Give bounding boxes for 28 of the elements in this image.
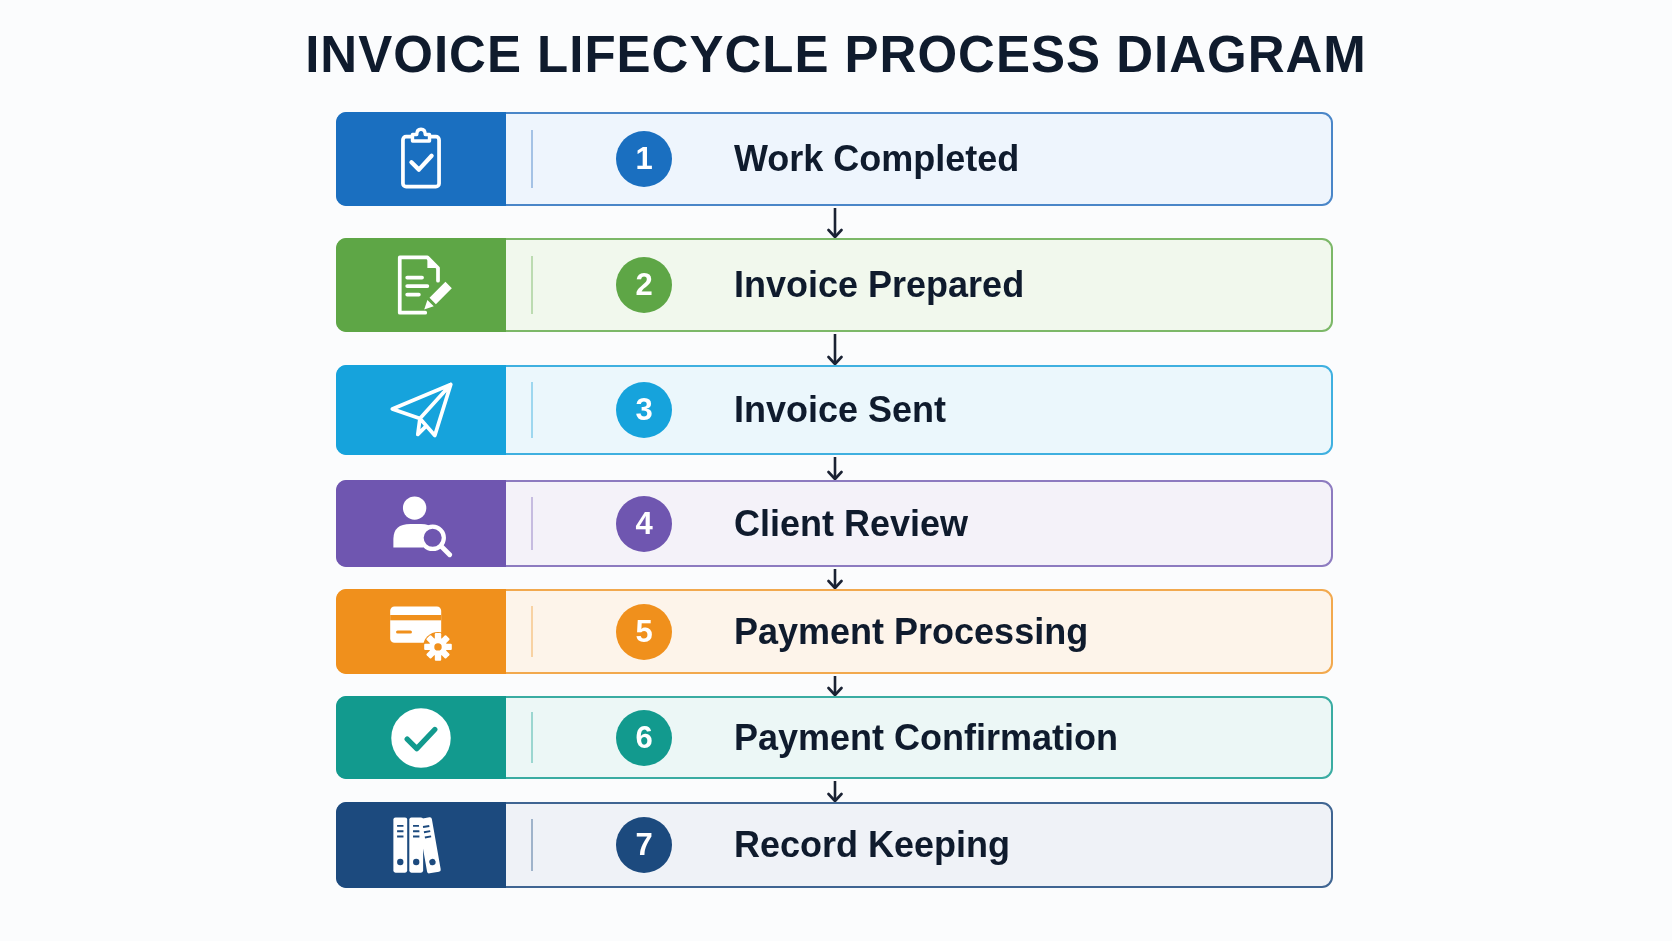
step-number: 4 <box>616 495 672 552</box>
arrow <box>827 676 843 697</box>
step-label: Payment Confirmation <box>734 715 1119 760</box>
arrow <box>827 457 843 481</box>
step-number: 2 <box>616 257 672 313</box>
step-box <box>336 112 1333 206</box>
title: INVOICE LIFECYCLE PROCESS DIAGRAM <box>305 25 1367 85</box>
arrow <box>827 208 843 239</box>
arrow <box>827 334 843 366</box>
step-label: Client Review <box>734 501 969 546</box>
step-number: 5 <box>616 603 672 660</box>
step-label: Invoice Sent <box>734 388 947 432</box>
step-number: 6 <box>616 709 672 766</box>
step-label: Payment Processing <box>734 609 1089 654</box>
step-label: Record Keeping <box>734 823 1011 867</box>
arrow <box>827 781 843 803</box>
step-box <box>336 480 1333 567</box>
step-number: 1 <box>616 131 672 187</box>
arrow <box>827 569 843 590</box>
step-box <box>336 238 1333 332</box>
step-box <box>336 589 1333 674</box>
step-box <box>336 696 1333 779</box>
step-label: Invoice Prepared <box>734 263 1025 307</box>
step-box <box>336 802 1333 888</box>
step-number: 7 <box>616 817 672 873</box>
step-box <box>336 365 1333 455</box>
step-label: Work Completed <box>734 137 1020 181</box>
step-number: 3 <box>616 382 672 438</box>
